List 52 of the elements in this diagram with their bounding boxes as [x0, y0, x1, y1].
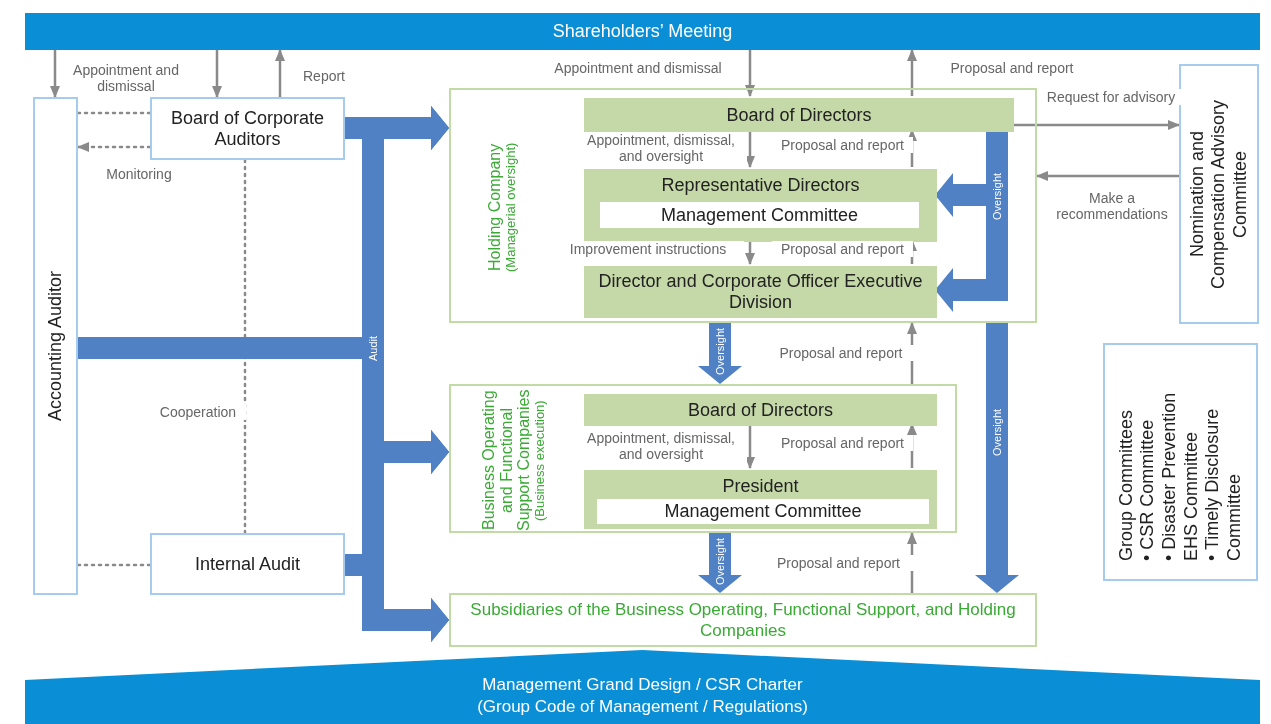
node-sublabel: (Managerial oversight) [503, 142, 518, 273]
division-box [584, 266, 937, 318]
president-box [584, 470, 937, 529]
committee-box [597, 499, 929, 524]
board-box [584, 98, 1014, 132]
block-arrow [698, 533, 742, 593]
arrow [745, 50, 755, 97]
node-label: Board of Directors [687, 399, 834, 421]
node-label: Shareholders’ Meeting [552, 21, 733, 42]
node-sublabel: • CSR Committee [1137, 419, 1159, 561]
arrow [745, 424, 755, 469]
arrow [212, 50, 222, 98]
node-label: Board of Corporate Auditors [169, 107, 326, 150]
node-sublabel: (Business execution) [532, 400, 548, 521]
committee-box [600, 202, 919, 228]
node-sublabel: • Disaster Prevention EHS Committee [1158, 391, 1202, 561]
dotted-line [243, 158, 247, 535]
committees-box [1103, 343, 1258, 581]
auditor-box [33, 97, 78, 595]
edge-label: Proposal and report [772, 241, 913, 258]
node-label: Nomination and Compensation Advisory Committee [1186, 98, 1251, 291]
arrow [50, 50, 60, 98]
node-sublabel: • Timely Disclosure Committee [1202, 407, 1245, 561]
block-arrow [975, 323, 1019, 593]
committee-box [1179, 64, 1259, 324]
node-label: Management Committee [664, 501, 862, 522]
audit-box [150, 533, 345, 595]
node-label: Management Committee [660, 204, 859, 226]
board-box [584, 394, 937, 426]
block-arrow [698, 323, 742, 384]
node-label: President [722, 476, 799, 497]
arrow [745, 130, 755, 168]
node-label: Subsidiaries of the Business Operating, Functional Support, and Holding Companies [469, 598, 1017, 642]
arrow [907, 49, 917, 96]
arrow [275, 49, 285, 97]
node-label: Director and Corporate Officer Executive Division [597, 271, 924, 313]
node-label: Accounting Auditor [44, 270, 66, 422]
arrow [1036, 171, 1179, 181]
arrow [745, 240, 755, 265]
node-label: Management Grand Design / CSR Charter [482, 673, 803, 696]
node-label: Group Committees [1115, 409, 1137, 561]
node-label: Board of Directors [726, 104, 872, 126]
meeting-band [25, 13, 1260, 50]
node-label: Internal Audit [194, 553, 301, 575]
node-label: Holding Company [486, 143, 504, 272]
node-label: Representative Directors [661, 175, 860, 196]
node-label: Business Operating and Functional Support Companies [479, 388, 533, 533]
charter-band [25, 650, 1260, 724]
directors-box [584, 169, 937, 242]
auditor-box [150, 97, 345, 160]
subsidiaries-box [449, 593, 1037, 647]
node-sublabel: (Group Code of Management / Regulations) [477, 695, 808, 718]
